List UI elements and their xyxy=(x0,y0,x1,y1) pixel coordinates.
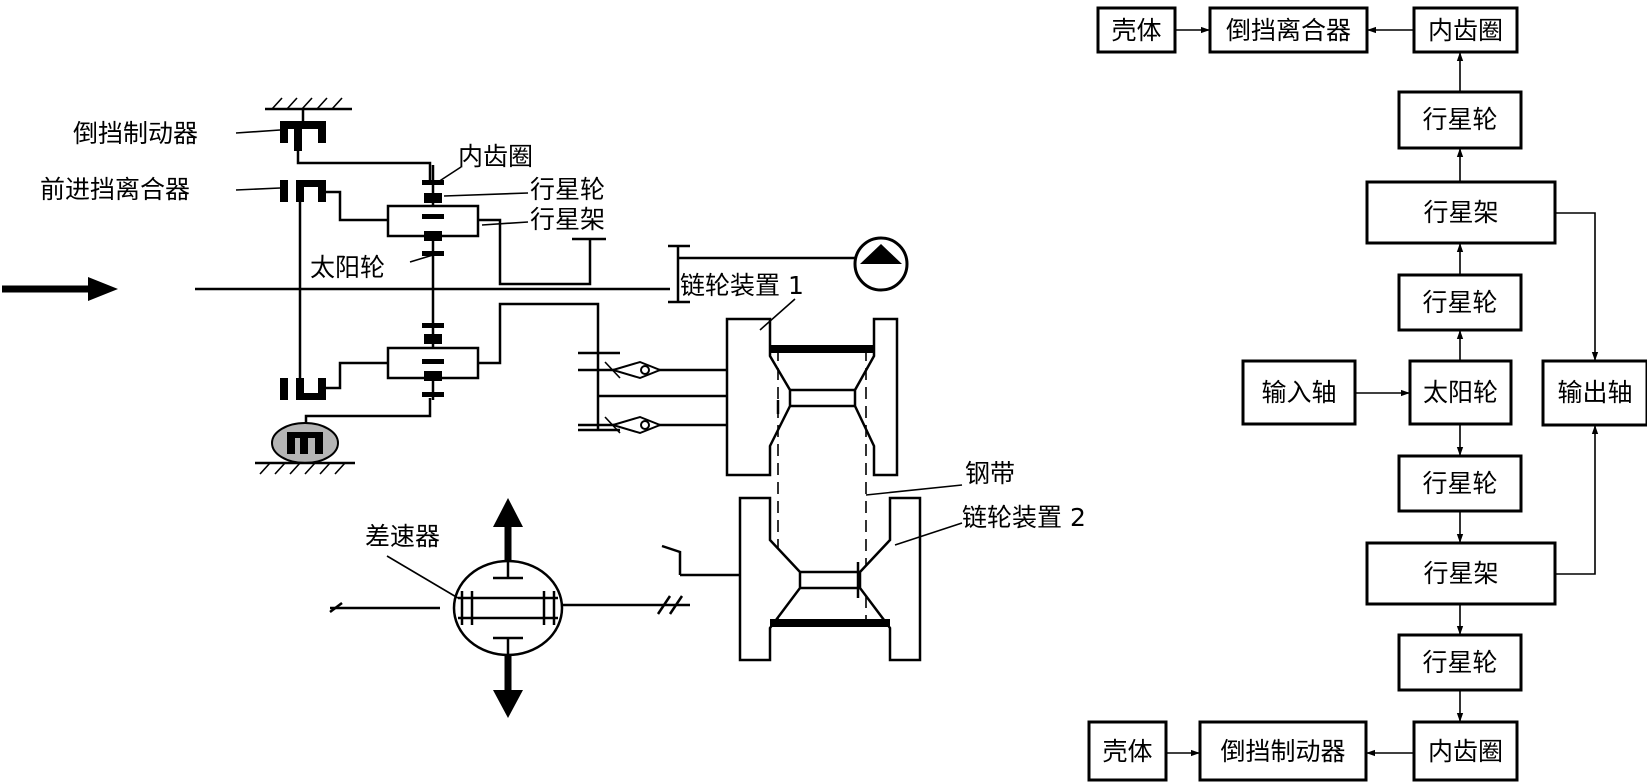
flow-label-planet-gear-4: 行星轮 xyxy=(1422,648,1497,677)
forward-clutch-top-symbol xyxy=(280,180,388,378)
planetary-gearset xyxy=(386,165,732,432)
control-valve-symbols xyxy=(578,360,740,435)
label-reverse-brake: 倒挡制动器 xyxy=(73,119,198,148)
reverse-brake-bottom-symbol xyxy=(255,398,432,475)
flow-label-output-shaft: 输出轴 xyxy=(1557,378,1632,407)
flow-box-ring-gear-top: 内齿圈 xyxy=(1412,6,1519,54)
flow-box-top-housing: 壳体 xyxy=(1096,6,1177,54)
flow-label-planet-gear-1: 行星轮 xyxy=(1422,105,1497,134)
flow-box-sun-gear: 太阳轮 xyxy=(1408,359,1513,426)
flow-label-ring-gear-top: 内齿圈 xyxy=(1428,16,1503,45)
flow-box-planet-gear-2: 行星轮 xyxy=(1397,273,1523,332)
flow-label-planet-gear-3: 行星轮 xyxy=(1422,469,1497,498)
label-forward-clutch: 前进挡离合器 xyxy=(40,175,190,204)
flow-box-planet-gear-4: 行星轮 xyxy=(1397,633,1523,692)
primary-pulley xyxy=(725,317,899,477)
secondary-pulley xyxy=(738,496,922,662)
leader-lines xyxy=(235,129,963,599)
reverse-brake-symbol xyxy=(265,97,432,180)
flow-box-input-shaft: 输入轴 xyxy=(1241,359,1357,426)
flow-label-planet-carrier-2: 行星架 xyxy=(1423,559,1498,588)
flow-label-reverse-clutch: 倒挡离合器 xyxy=(1226,16,1351,45)
label-sun-gear: 太阳轮 xyxy=(310,253,385,282)
flow-label-top-housing: 壳体 xyxy=(1111,16,1161,45)
flow-box-planet-carrier-1: 行星架 xyxy=(1365,180,1557,245)
forward-clutch-bottom-symbol xyxy=(280,361,388,400)
differential-symbol xyxy=(452,498,564,718)
flow-box-ring-gear-bottom: 内齿圈 xyxy=(1412,720,1519,782)
label-sprocket-1: 链轮装置 1 xyxy=(680,271,804,300)
flow-connectors xyxy=(1166,26,1599,757)
flow-label-sun-gear: 太阳轮 xyxy=(1423,378,1498,407)
flow-label-ring-gear-bottom: 内齿圈 xyxy=(1428,737,1503,766)
transmission-schematic: 倒挡制动器 前进挡离合器 内齿圈 行星轮 行星架 太阳轮 链轮装置 1 钢带 链… xyxy=(2,97,1086,718)
power-flow-diagram: 壳体 倒挡离合器 内齿圈 行星轮 行星架 行星轮 输入轴 太阳轮 xyxy=(1087,6,1647,782)
flow-box-output-shaft: 输出轴 xyxy=(1541,359,1647,427)
label-differential: 差速器 xyxy=(365,522,440,551)
flow-label-input-shaft: 输入轴 xyxy=(1261,378,1336,407)
label-planet-gear: 行星轮 xyxy=(530,175,605,204)
label-steel-belt: 钢带 xyxy=(965,459,1015,488)
flow-box-reverse-clutch: 倒挡离合器 xyxy=(1208,6,1369,54)
flow-box-reverse-brake: 倒挡制动器 xyxy=(1198,720,1368,782)
label-ring-gear: 内齿圈 xyxy=(458,142,533,171)
flow-label-reverse-brake: 倒挡制动器 xyxy=(1220,737,1345,766)
flow-box-planet-gear-3: 行星轮 xyxy=(1397,454,1523,513)
input-arrow xyxy=(2,277,118,301)
pump-sprocket-symbol xyxy=(668,236,909,304)
label-planet-carrier: 行星架 xyxy=(530,205,605,234)
flow-box-planet-gear-1: 行星轮 xyxy=(1397,90,1523,150)
flow-box-planet-carrier-2: 行星架 xyxy=(1365,541,1557,606)
flow-label-bottom-housing: 壳体 xyxy=(1102,737,1152,766)
flow-label-planet-carrier-1: 行星架 xyxy=(1423,198,1498,227)
flow-box-bottom-housing: 壳体 xyxy=(1087,720,1168,782)
flow-label-planet-gear-2: 行星轮 xyxy=(1422,288,1497,317)
final-drive xyxy=(329,544,740,615)
label-sprocket-2: 链轮装置 2 xyxy=(962,503,1086,532)
